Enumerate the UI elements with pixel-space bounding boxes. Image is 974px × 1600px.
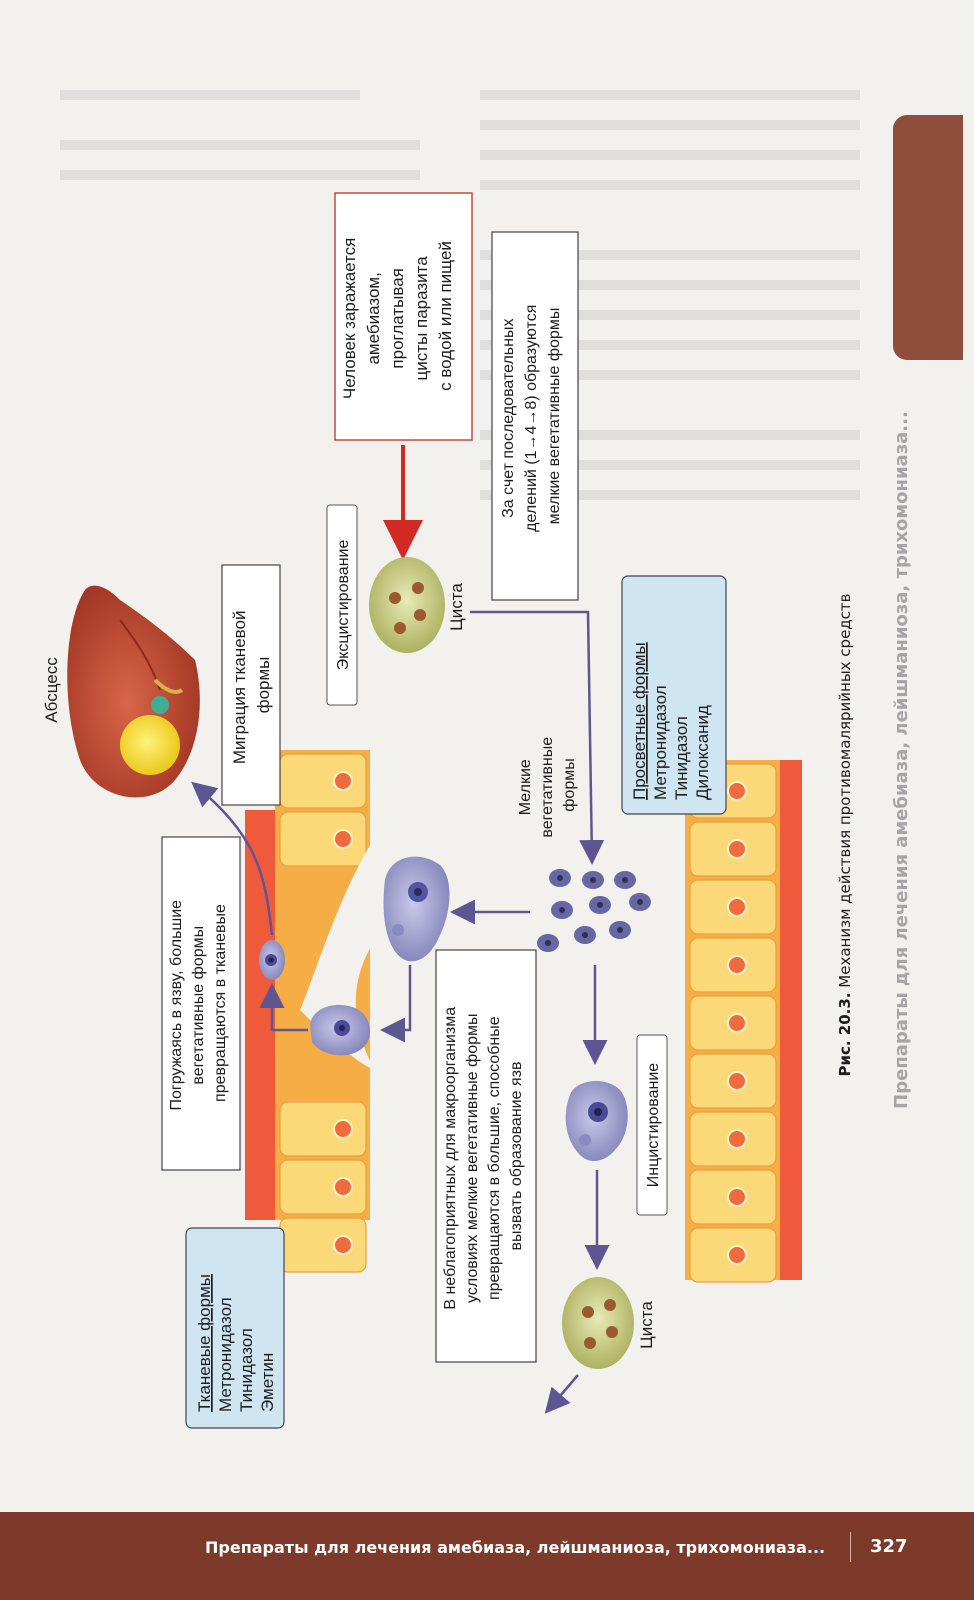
figure-caption: Рис. 20.3. Механизм действия противомаля… bbox=[836, 593, 854, 1076]
small-vegetative-forms-cluster bbox=[537, 869, 651, 952]
cell-nucleus bbox=[333, 829, 353, 849]
cell-nucleus bbox=[727, 839, 747, 859]
cyst-top bbox=[369, 557, 445, 653]
large-vegetative-form bbox=[383, 856, 450, 962]
background-page-text bbox=[60, 90, 860, 500]
infection-box: Человек заражается амебиазом, проглатыва… bbox=[334, 192, 473, 441]
migration-box: Миграция тканевой формы bbox=[221, 564, 281, 806]
divisions-box: За счет последовательных делений (1→4→8)… bbox=[491, 231, 579, 601]
svg-text:Миграция тканевой формы: Миграция тканевой формы bbox=[230, 606, 273, 764]
svg-text:Эксцистирование: Эксцистирование bbox=[335, 540, 352, 671]
cell-nucleus bbox=[727, 1013, 747, 1033]
epithelial-cell bbox=[279, 753, 367, 809]
cell-nucleus bbox=[333, 1235, 353, 1255]
cell-nucleus bbox=[727, 1245, 747, 1265]
cell-nucleus bbox=[727, 1129, 747, 1149]
cell-nucleus bbox=[333, 1119, 353, 1139]
svg-text:Погружаясь в язву, большие: Погружаясь в язву, большие вегетативные … bbox=[168, 895, 229, 1110]
arrow-cyst-to-small-forms bbox=[470, 610, 605, 865]
epithelial-cell bbox=[279, 811, 367, 867]
ulcer-vegetative-form bbox=[310, 1004, 371, 1056]
cell-nucleus bbox=[727, 1187, 747, 1207]
cyst-bottom bbox=[562, 1277, 634, 1369]
footer-title: Препараты для лечения амебиаза, лейшмани… bbox=[205, 1538, 826, 1557]
small-forms-label: Мелкие вегетативные формы bbox=[517, 732, 578, 837]
arrow-cyst-exit bbox=[544, 1374, 579, 1414]
arrow-migration-to-liver bbox=[191, 781, 274, 936]
svg-text:В неблагоприятных для макроорг: В неблагоприятных для макроорганизма усл… bbox=[442, 1002, 525, 1309]
epithelial-cell bbox=[279, 1101, 367, 1157]
cell-nucleus bbox=[727, 897, 747, 917]
svg-text:Просветные формы Метрони: Просветные формы Метронидазол Тинидазол … bbox=[630, 638, 712, 800]
ulcer-box: Погружаясь в язву, большие вегетативные … bbox=[161, 836, 241, 1171]
chapter-tab bbox=[893, 115, 963, 360]
page-number: 327 bbox=[870, 1536, 908, 1557]
intestinal-wall-lower bbox=[685, 760, 802, 1283]
encystation-label-box: Инцистирование bbox=[636, 1034, 668, 1216]
excystation-label-box: Эксцистирование bbox=[326, 504, 358, 706]
liver-illustration bbox=[67, 585, 200, 798]
cell-nucleus bbox=[727, 781, 747, 801]
footer-bar bbox=[0, 1512, 974, 1600]
cyst-bottom-label: Циста bbox=[637, 1301, 656, 1349]
cell-nucleus bbox=[727, 1071, 747, 1091]
svg-text:Инцистирование: Инцистирование bbox=[645, 1063, 662, 1187]
arrow-ulcer-to-tissue bbox=[259, 983, 308, 1032]
luminal-forms-box: Просветные формы Метронидазол Тинидазол … bbox=[621, 575, 727, 815]
cyst-top-label: Циста bbox=[447, 583, 466, 631]
svg-text:Тканевые формы Метронида: Тканевые формы Метронидазол Тинидазол Эм… bbox=[195, 1269, 277, 1412]
epithelial-cell bbox=[279, 1159, 367, 1215]
running-head: Препараты для лечения амебиаза, лейшмани… bbox=[891, 411, 912, 1109]
abscess-label: Абсцесс bbox=[42, 657, 61, 723]
svg-text:За счет последовательных: За счет последовательных делений (1→4→8)… bbox=[500, 300, 563, 532]
cell-nucleus bbox=[727, 955, 747, 975]
encysting-form bbox=[565, 1080, 628, 1162]
epithelial-cell bbox=[279, 1217, 367, 1273]
tissue-forms-box: Тканевые формы Метронидазол Тинидазол Эм… bbox=[185, 1227, 285, 1429]
cell-nucleus bbox=[333, 1177, 353, 1197]
tissue-form bbox=[259, 940, 285, 980]
footer-separator bbox=[850, 1532, 851, 1562]
cell-nucleus bbox=[333, 771, 353, 791]
arrow-large-to-ulcer bbox=[380, 965, 412, 1043]
abscess-spot bbox=[120, 715, 180, 775]
svg-text:Человек заражается амеби: Человек заражается амебиазом, проглатыва… bbox=[340, 233, 455, 399]
intestinal-wall-upper bbox=[245, 750, 375, 1273]
unfavorable-conditions-box: В неблагоприятных для макроорганизма усл… bbox=[435, 949, 537, 1363]
